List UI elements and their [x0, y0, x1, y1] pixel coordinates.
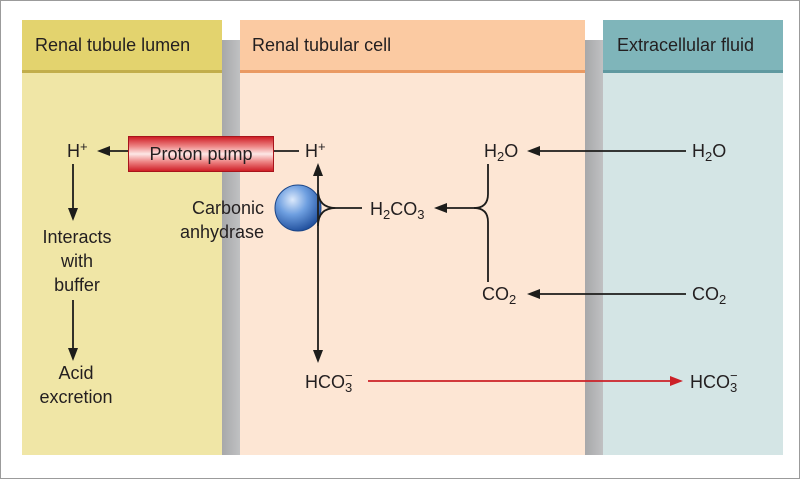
carbonic-acid-arrowhead: [434, 203, 447, 213]
transport-arrows: [368, 150, 686, 382]
buffer-line-2: with: [60, 251, 93, 271]
separator-cell-extracellular: [585, 40, 603, 455]
subscript: 2: [719, 292, 727, 307]
h-to-buffer-arrowhead: [68, 208, 78, 221]
subscript: 3: [345, 380, 353, 395]
carbonic-anhydrase-enzyme: [274, 184, 322, 232]
enzyme-line-1: Carbonic: [191, 198, 264, 218]
extracellular-title: Extracellular fluid: [617, 35, 755, 55]
proton-pump-label: Proton pump: [149, 144, 253, 164]
subscript: 2: [705, 149, 713, 164]
proton-pump: Proton pump: [128, 136, 274, 172]
cell-carbon-dioxide: CO2: [482, 284, 517, 307]
cell-title: Renal tubular cell: [252, 35, 392, 55]
cell-water: H2O: [484, 141, 519, 164]
subscript: 2: [509, 292, 517, 307]
buffer-line-3: buffer: [54, 275, 100, 295]
subscript: 2: [497, 149, 505, 164]
cell-carbonic-acid: H2CO3: [370, 199, 425, 222]
subscript: 3: [730, 380, 738, 395]
extracellular-column: [603, 73, 783, 455]
cell-column: [240, 73, 585, 455]
superscript: −: [345, 368, 353, 383]
extracellular-water: H2O: [692, 141, 727, 164]
water-co2-brace: [473, 164, 489, 282]
buffer-interaction-label: Interacts with buffer: [27, 225, 127, 297]
cell-header: Renal tubular cell: [240, 20, 585, 73]
superscript: −: [730, 368, 738, 383]
buffer-line-1: Interacts: [42, 227, 112, 247]
excretion-line-1: Acid: [58, 363, 94, 383]
co2-influx-arrowhead: [527, 289, 540, 299]
cell-bicarbonate-arrowhead: [313, 350, 323, 363]
excretion-line-2: excretion: [39, 387, 113, 407]
extracellular-header: Extracellular fluid: [603, 20, 783, 73]
carbonic-acid-branch: [317, 189, 362, 227]
lumen-header: Renal tubule lumen: [22, 20, 222, 73]
extracellular-carbon-dioxide: CO2: [692, 284, 727, 307]
subscript: 3: [417, 207, 425, 222]
bicarbonate-efflux-arrowhead: [670, 376, 683, 386]
superscript: +: [318, 139, 326, 154]
lumen-arrows: [72, 150, 128, 349]
subscript: 2: [383, 207, 391, 222]
cell-h-ion: H+: [305, 139, 326, 161]
water-influx-arrowhead: [527, 146, 540, 156]
lumen-h-ion: H+: [67, 139, 88, 161]
cell-h-arrowhead: [313, 163, 323, 176]
charge-stack: 3−: [345, 368, 353, 394]
carbonic-anhydrase-label: Carbonic anhydrase: [164, 196, 264, 244]
buffer-to-excretion-arrowhead: [68, 348, 78, 361]
superscript: +: [80, 139, 88, 154]
enzyme-line-2: anhydrase: [179, 222, 264, 242]
lumen-title: Renal tubule lumen: [35, 35, 191, 55]
charge-stack: 3−: [730, 368, 738, 394]
cell-arrows: [274, 150, 489, 351]
pump-to-lumen-h-arrowhead: [97, 146, 110, 156]
acid-excretion-label: Acid excretion: [26, 361, 126, 409]
